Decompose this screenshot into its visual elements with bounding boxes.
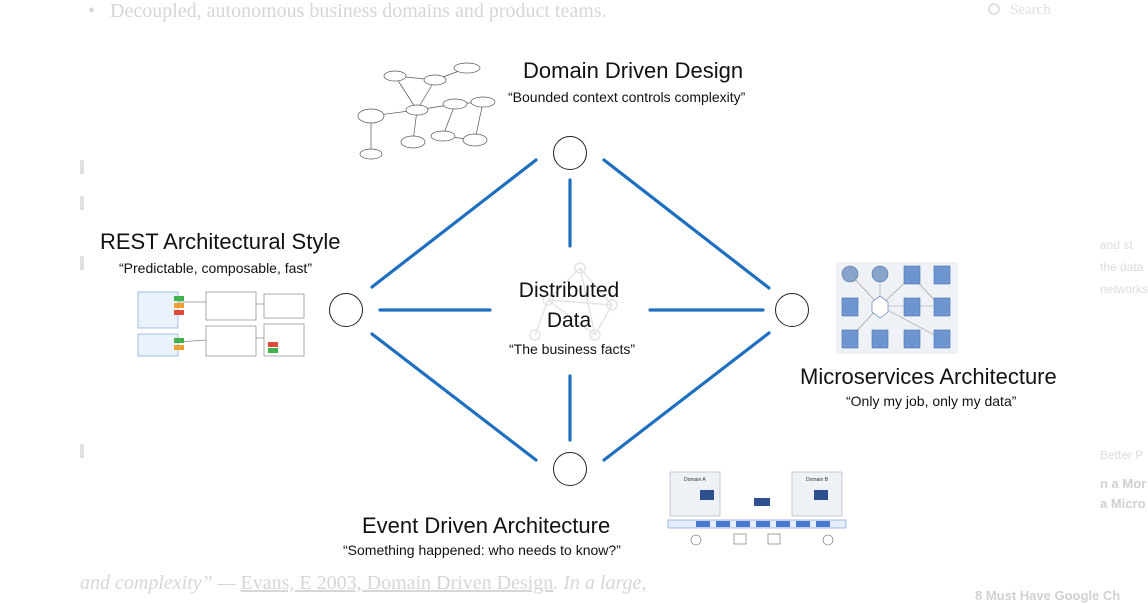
background-side-footer: 8 Must Have Google Ch	[975, 588, 1121, 603]
center-title-line: Data	[546, 309, 592, 332]
rest-subtitle: “Predictable, composable, fast”	[119, 260, 312, 276]
node-left	[329, 293, 363, 327]
node-top	[553, 136, 587, 170]
background-side-bold: a Micro	[1100, 496, 1146, 511]
background-mark	[80, 256, 84, 270]
background-mark	[80, 160, 84, 174]
center-title-line: Distributed	[518, 279, 620, 302]
domain-b-label: Domain B	[806, 477, 829, 483]
rest-resources-thumbnail	[137, 291, 305, 357]
background-side-label: Better P	[1100, 448, 1144, 462]
eda-title: Event Driven Architecture	[362, 513, 611, 538]
background-mark	[80, 444, 84, 458]
background-search: Search	[988, 2, 1051, 19]
background-side-line: and st	[1100, 238, 1133, 252]
connector-lines	[370, 158, 771, 462]
line-bottom-left	[370, 332, 538, 462]
search-icon	[988, 3, 1000, 15]
background-quote-link: Evans, E 2003, Domain Driven Design	[240, 572, 554, 594]
center-subtitle: “The business facts”	[509, 341, 636, 357]
event-driven-thumbnail: Domain A Domain B	[664, 468, 848, 560]
line-top-right	[602, 158, 771, 290]
microservices-title: Microservices Architecture	[800, 364, 1057, 389]
rest-title: REST Architectural Style	[100, 229, 341, 254]
line-bottom-right	[602, 331, 771, 462]
line-top-left	[370, 158, 538, 289]
eda-subtitle: “Something happened: who needs to know?”	[343, 542, 621, 558]
microservices-cluster-thumbnail	[836, 262, 958, 354]
ddd-subtitle: “Bounded context controls complexity”	[508, 89, 746, 105]
node-right	[775, 293, 809, 327]
background-side-bold: n a Mor	[1100, 476, 1147, 491]
background-mark	[80, 196, 84, 210]
node-bottom	[553, 452, 587, 486]
ddd-title: Domain Driven Design	[523, 58, 744, 83]
network-watermark-icon	[529, 262, 618, 341]
background-quote: and complexity” — Evans, E 2003, Domain …	[80, 572, 647, 594]
domain-model-thumbnail	[357, 62, 496, 160]
background-side-line: networks	[1100, 282, 1148, 296]
center-title: Distributed Data	[504, 276, 634, 336]
background-side-line: the data	[1100, 260, 1144, 274]
domain-a-label: Domain A	[684, 477, 706, 483]
microservices-subtitle: “Only my job, only my data”	[846, 393, 1017, 409]
background-bullet: Decoupled, autonomous business domains a…	[88, 0, 607, 23]
